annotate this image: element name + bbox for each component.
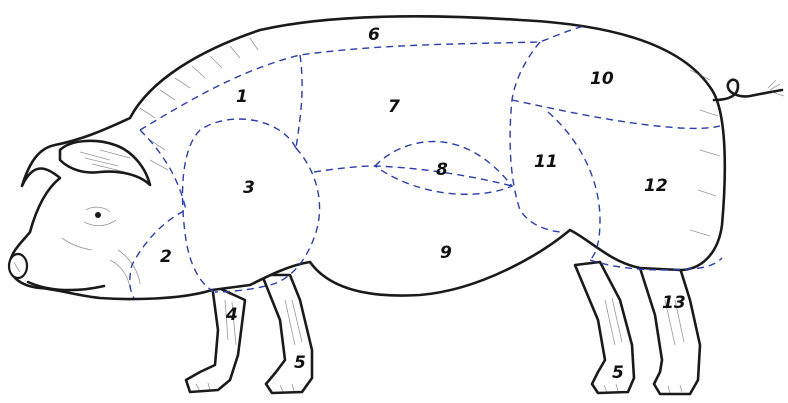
- label-cut-9: 9: [440, 243, 452, 263]
- label-cut-1: 1: [236, 87, 248, 107]
- label-cut-12: 12: [644, 176, 668, 196]
- label-cut-8: 8: [436, 160, 448, 180]
- hind-leg-near: [640, 268, 700, 394]
- label-cut-6: 6: [368, 25, 380, 45]
- tail: [714, 80, 782, 100]
- eye: [95, 212, 101, 218]
- tail-tuft: [768, 80, 784, 96]
- label-cut-3: 3: [243, 178, 255, 198]
- label-cut-10: 10: [590, 69, 614, 89]
- label-cut-5b: 5: [612, 363, 624, 383]
- label-cut-5a: 5: [294, 353, 306, 373]
- hind-leg-far: [575, 262, 634, 393]
- label-cut-2: 2: [160, 247, 172, 267]
- label-cut-13: 13: [662, 293, 686, 313]
- label-cut-7: 7: [388, 97, 400, 117]
- label-cut-11: 11: [534, 152, 558, 172]
- label-cut-4: 4: [225, 305, 238, 325]
- front-leg-far: [262, 275, 312, 393]
- front-leg-near: [186, 285, 245, 392]
- snout: [9, 254, 27, 278]
